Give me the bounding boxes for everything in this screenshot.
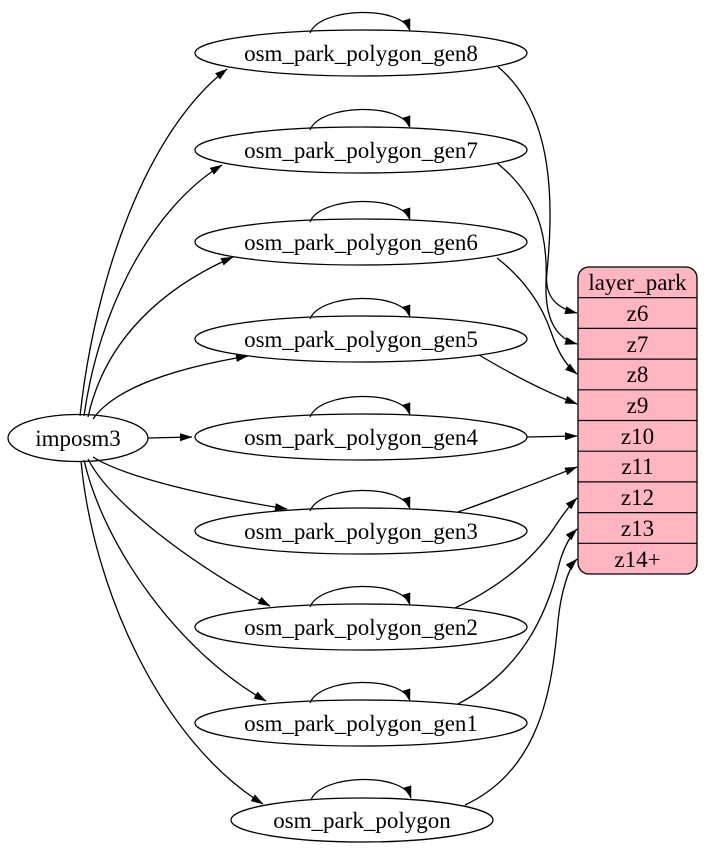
edge-osm-park-polygon-to-z14plus: [464, 558, 578, 806]
edges-tables-to-layer: [454, 65, 578, 806]
edges-imposm3-to-tables: [79, 68, 288, 805]
node-osm-park-polygon-shape: [230, 797, 494, 843]
edge-gen4-to-z10: [526, 432, 578, 441]
edge-gen5-to-z9: [478, 354, 578, 405]
edges-self-loops: [309, 11, 412, 801]
node-gen4-label: osm_park_polygon_gen4: [244, 425, 478, 450]
self-loop-gen4: [309, 395, 411, 418]
layer-park-row-z11: z11: [621, 454, 653, 479]
node-gen8-shape: [194, 29, 528, 77]
self-loop-gen1: [309, 681, 411, 704]
node-osm-park-polygon-gen7: osm_park_polygon_gen7: [194, 126, 528, 174]
edge-gen8-to-z6: [496, 65, 578, 315]
node-gen7-shape: [194, 126, 528, 174]
layer-park-row-z6: z6: [627, 301, 649, 326]
edge-imposm3-to-gen7: [83, 164, 223, 417]
node-osm-park-polygon-gen2: osm_park_polygon_gen2: [194, 603, 528, 651]
edge-gen2-to-z12: [454, 497, 578, 609]
node-gen2-shape: [194, 603, 528, 651]
node-osm-park-polygon-gen4: osm_park_polygon_gen4: [194, 413, 528, 461]
layer-park-row-z14plus: z14+: [614, 547, 660, 572]
edge-gen3-to-z11: [457, 466, 578, 513]
node-layer-park: layer_park z6 z7 z8 z9 z10 z11 z12 z13 z…: [577, 266, 698, 575]
node-osm-park-polygon-gen6: osm_park_polygon_gen6: [194, 218, 528, 266]
self-loop-gen3: [309, 489, 411, 512]
edge-imposm3-to-gen5: [92, 354, 249, 420]
edge-gen7-to-z7: [496, 162, 578, 345]
node-gen6-shape: [194, 218, 528, 266]
node-imposm3-label: imposm3: [35, 426, 121, 451]
edge-gen1-to-z13: [457, 528, 578, 705]
node-gen1-shape: [194, 699, 528, 747]
layer-park-row-z9: z9: [627, 393, 649, 418]
node-osm-park-polygon: osm_park_polygon: [230, 797, 494, 843]
layer-park-row-z7: z7: [627, 332, 649, 357]
node-gen5-shape: [194, 315, 528, 363]
node-osm-park-polygon-gen3: osm_park_polygon_gen3: [194, 507, 528, 555]
layer-park-row-z13: z13: [621, 516, 654, 541]
node-gen3-label: osm_park_polygon_gen3: [244, 519, 478, 544]
node-osm-park-polygon-label: osm_park_polygon: [273, 808, 451, 833]
node-osm-park-polygon-gen1: osm_park_polygon_gen1: [194, 699, 528, 747]
node-gen5-label: osm_park_polygon_gen5: [244, 327, 478, 352]
self-loop-gen2: [309, 585, 411, 608]
layer-park-row-z8: z8: [627, 362, 649, 387]
self-loop-osm-park-polygon: [310, 778, 412, 801]
node-gen8-label: osm_park_polygon_gen8: [244, 41, 478, 66]
edge-imposm3-to-gen4: [147, 433, 193, 442]
edge-imposm3-to-gen2: [87, 458, 271, 607]
node-gen2-label: osm_park_polygon_gen2: [244, 615, 478, 640]
edge-imposm3-to-gen8: [79, 68, 228, 417]
node-gen3-shape: [194, 507, 528, 555]
self-loop-gen6: [309, 200, 411, 223]
node-osm-park-polygon-gen8: osm_park_polygon_gen8: [194, 29, 528, 77]
edge-imposm3-to-gen1: [83, 459, 267, 702]
layer-park-row-z10: z10: [621, 424, 654, 449]
self-loop-gen8: [309, 11, 411, 34]
edge-imposm3-to-osm-park-polygon: [80, 460, 264, 805]
edge-gen6-to-z8: [496, 257, 578, 375]
layer-park-title: layer_park: [588, 270, 687, 295]
node-osm-park-polygon-gen5: osm_park_polygon_gen5: [194, 315, 528, 363]
node-gen1-label: osm_park_polygon_gen1: [244, 711, 478, 736]
edge-imposm3-to-gen3: [92, 456, 288, 512]
self-loop-gen5: [309, 297, 411, 320]
node-imposm3: imposm3: [7, 413, 149, 463]
layer-park-row-z12: z12: [621, 485, 654, 510]
edge-imposm3-to-gen6: [87, 256, 234, 418]
node-gen7-label: osm_park_polygon_gen7: [244, 138, 478, 163]
node-gen6-label: osm_park_polygon_gen6: [244, 230, 478, 255]
self-loop-gen7: [309, 108, 411, 131]
